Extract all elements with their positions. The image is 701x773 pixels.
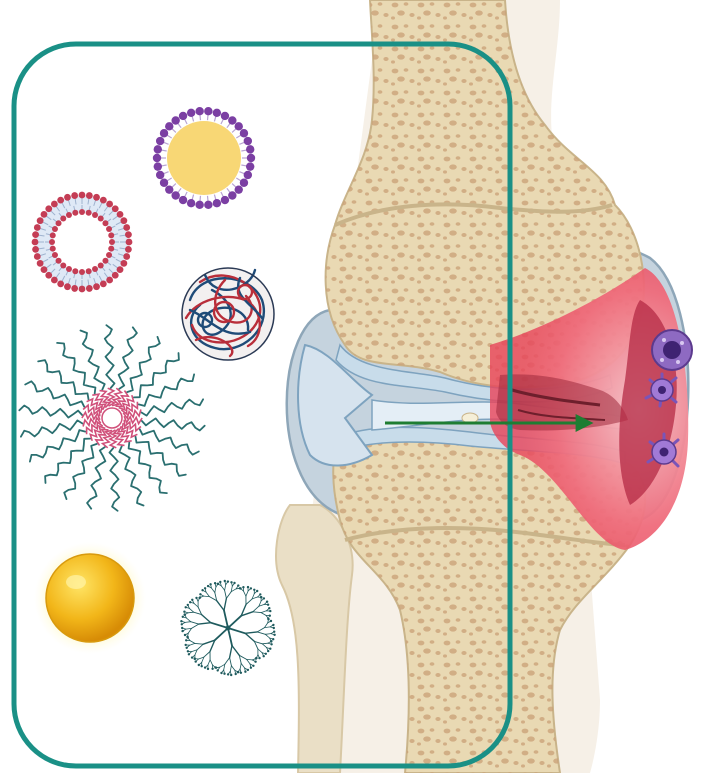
polymer-nanoparticle-icon [182, 268, 274, 360]
fibula-bone [276, 505, 353, 773]
liposome-icon [153, 107, 255, 209]
vesicle-icon [32, 192, 133, 293]
immune-cell-icon [652, 330, 692, 370]
dendrimer-icon [180, 580, 276, 676]
gold-nanoparticle-icon [34, 542, 146, 654]
micelle-icon [19, 325, 204, 511]
